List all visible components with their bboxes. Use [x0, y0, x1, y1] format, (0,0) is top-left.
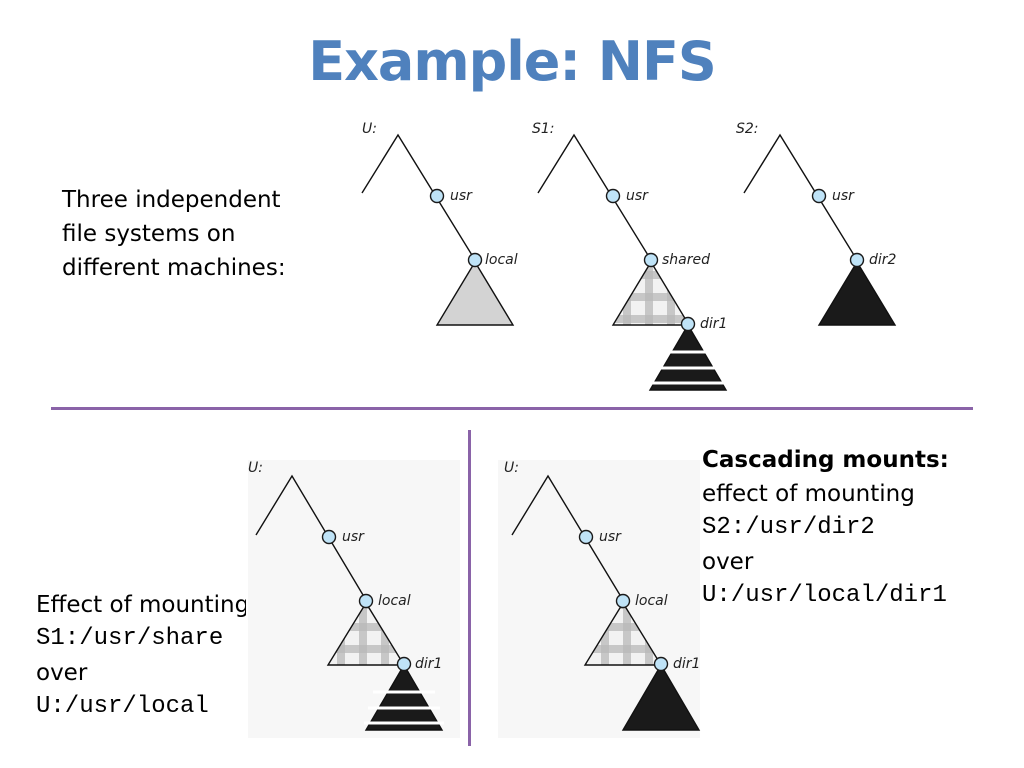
tree-mount-2-root-label: U: [504, 460, 519, 476]
tree-mount-2-local-label: local [635, 593, 668, 609]
tree-mount-1-local-label: local [378, 593, 411, 609]
bottom-left-line-1: Effect of mounting [36, 592, 246, 618]
tree-mount-2: U: usr local dir1 [498, 460, 700, 738]
tree-mount-1-root-label: U: [248, 460, 263, 476]
tree-s1-dir1-subtree [648, 323, 728, 391]
tree-mount-1-usr-label: usr [342, 529, 365, 545]
tree-mount-1-edges [255, 474, 367, 601]
bottom-right-text: Cascading mounts: effect of mounting S2:… [702, 443, 949, 613]
tree-s2-root-label: S2: [736, 121, 759, 137]
tree-mount-1-dir1-subtree [364, 663, 444, 731]
tree-mount-1-usr-node [321, 529, 337, 545]
tree-mount-1-local-subtree [326, 601, 406, 666]
bottom-left-text: Effect of mounting S1:/usr/share over U:… [36, 588, 246, 724]
tree-s2-dir2-label: dir2 [869, 252, 897, 268]
bottom-right-line-5: U:/usr/local/dir1 [702, 582, 947, 609]
tree-s1: S1: usr shared dir1 [532, 121, 728, 391]
tree-s2-edges [743, 133, 858, 261]
intro-line-1: Three independent [62, 187, 281, 213]
intro-text: Three independent file systems on differ… [62, 183, 286, 285]
tree-u: U: usr local [361, 121, 518, 326]
tree-u-local-label: local [485, 252, 518, 268]
tree-s1-usr-node [605, 188, 621, 204]
tree-mount-1-local-node [358, 593, 374, 609]
bottom-right-line-4: over [702, 549, 754, 575]
tree-mount-2-edges [511, 474, 624, 601]
intro-line-2: file systems on [62, 221, 236, 247]
tree-mount-2-dir1-node [653, 656, 669, 672]
tree-s1-usr-label: usr [626, 188, 649, 204]
tree-s2-usr-node [811, 188, 827, 204]
tree-u-usr-label: usr [450, 188, 473, 204]
figure-background [248, 460, 460, 738]
tree-mount-2-local-subtree [583, 601, 663, 666]
bottom-right-line-3: S2:/usr/dir2 [702, 514, 875, 541]
tree-s1-shared-node [643, 252, 659, 268]
tree-mount-2-dir1-label: dir1 [673, 656, 700, 672]
horizontal-separator [51, 407, 973, 410]
tree-u-edges [361, 133, 476, 261]
tree-u-usr-node [429, 188, 445, 204]
tree-s1-dir1-label: dir1 [700, 316, 727, 332]
tree-mount-1: U: usr local dir1 [248, 460, 460, 738]
tree-s1-root-label: S1: [532, 121, 555, 137]
tree-mount-2-usr-node [578, 529, 594, 545]
intro-line-3: different machines: [62, 255, 286, 281]
tree-s2-dir2-subtree [817, 260, 897, 326]
bottom-right-line-2: effect of mounting [702, 481, 915, 507]
tree-s2: S2: usr dir2 [736, 121, 897, 326]
vertical-separator [468, 430, 471, 746]
tree-mount-1-dir1-node [396, 656, 412, 672]
tree-s2-dir2-node [849, 252, 865, 268]
tree-u-local-subtree [435, 260, 515, 326]
tree-s1-edges [537, 133, 652, 261]
tree-s1-dir1-node [680, 316, 696, 332]
bottom-left-line-3: over [36, 660, 88, 686]
tree-s1-shared-subtree [611, 260, 691, 326]
tree-mount-1-dir1-label: dir1 [415, 656, 442, 672]
tree-mount-2-dir1-subtree [621, 663, 701, 731]
tree-u-root-label: U: [362, 121, 377, 137]
slide-title: Example: NFS [308, 30, 717, 93]
tree-s2-usr-label: usr [832, 188, 855, 204]
bottom-right-line-1: Cascading mounts: [702, 447, 949, 473]
tree-s1-shared-label: shared [662, 252, 710, 268]
bottom-left-line-4: U:/usr/local [36, 693, 209, 720]
bottom-left-line-2: S1:/usr/share [36, 625, 224, 652]
tree-mount-2-local-node [615, 593, 631, 609]
tree-mount-2-usr-label: usr [599, 529, 622, 545]
tree-u-local-node [467, 252, 483, 268]
